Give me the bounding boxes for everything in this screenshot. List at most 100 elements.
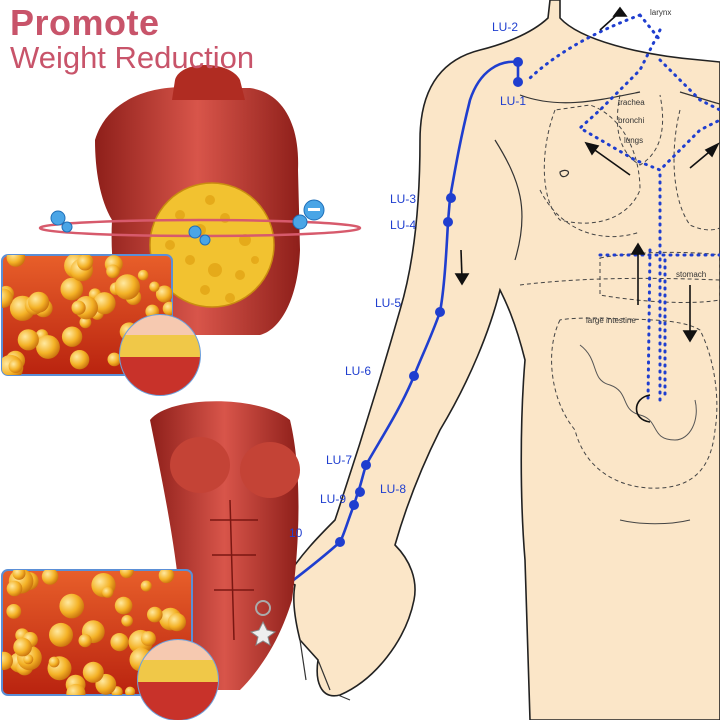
fat-cell	[79, 316, 92, 329]
fat-cell	[147, 606, 163, 623]
headline-title: Promote	[10, 2, 160, 43]
fat-cell	[167, 613, 186, 632]
fat-cell	[69, 350, 90, 370]
direction-arrows	[454, 6, 720, 423]
meridian-point	[409, 371, 419, 381]
navel-line	[619, 519, 691, 525]
fat-cell	[110, 633, 129, 652]
fat-cell	[149, 281, 160, 292]
organ-label-large-intestine: large intestine	[586, 316, 636, 325]
label-lu10: 10	[289, 526, 303, 540]
fat-cells-panel-top	[1, 254, 201, 396]
fat-cell	[82, 661, 104, 683]
label-lu8: LU-8	[380, 482, 407, 496]
fat-cell	[59, 593, 84, 619]
acupuncture-body-chart	[283, 0, 720, 720]
fat-cell	[6, 255, 26, 267]
fat-cell	[48, 656, 60, 668]
fat-cell	[114, 596, 133, 615]
fat-cell	[36, 335, 60, 359]
fat-cell	[140, 631, 156, 647]
fat-cell	[28, 291, 50, 313]
label-lu1: LU-1	[500, 94, 527, 108]
meridian-point	[435, 307, 445, 317]
navel-ring	[255, 600, 271, 616]
nipple-mark	[559, 169, 570, 178]
label-lu7: LU-7	[326, 453, 353, 467]
organ-label-trachea: trachea	[618, 98, 645, 107]
fat-cell	[2, 288, 13, 308]
fat-cell	[66, 683, 86, 695]
meridian-point	[361, 460, 371, 470]
skin-layer-inset-bottom	[138, 640, 218, 720]
label-lu2: LU-2	[492, 20, 519, 34]
fat-cell	[162, 301, 172, 316]
organ-label-stomach: stomach	[676, 270, 707, 279]
fat-cell	[106, 264, 120, 279]
fat-cell	[12, 570, 26, 580]
right-breast	[240, 442, 300, 498]
body-silhouette	[283, 0, 720, 720]
fat-cell	[102, 586, 114, 598]
label-lu4: LU-4	[390, 218, 417, 232]
stomach-outline	[599, 251, 720, 303]
lung-outline-right	[673, 109, 720, 231]
meridian-point	[443, 217, 453, 227]
fat-cell	[6, 604, 22, 619]
fat-cell	[2, 651, 13, 671]
clavicle-line-right	[679, 91, 720, 105]
fat-cell	[78, 634, 92, 648]
intestine-folds	[579, 344, 697, 441]
fat-cell	[49, 622, 73, 647]
label-lu6: LU-6	[345, 364, 372, 378]
fat-cell	[13, 637, 32, 657]
trachea-outline	[616, 94, 664, 166]
fat-cell	[93, 292, 116, 315]
organ-label-larynx: larynx	[650, 8, 672, 17]
fat-cell	[155, 285, 172, 303]
fat-cell	[158, 570, 175, 584]
fat-cell	[77, 255, 93, 271]
navel-charm	[249, 620, 277, 647]
meridian-point	[335, 537, 345, 547]
fat-cell	[6, 580, 23, 597]
fat-cell	[125, 686, 136, 695]
fat-cell	[137, 269, 149, 281]
fat-cell	[114, 274, 140, 300]
fat-cell	[140, 580, 152, 592]
fat-cell	[8, 359, 23, 373]
fat-cell	[107, 352, 122, 367]
fat-cell	[71, 300, 86, 315]
intestine-outline	[551, 317, 718, 489]
label-lu5: LU-5	[375, 296, 402, 310]
fat-cell	[61, 326, 83, 347]
fat-cell	[119, 570, 134, 579]
pectoral-curve	[494, 139, 523, 261]
label-lu9: LU-9	[320, 492, 347, 506]
fat-cells-panel-bottom	[1, 569, 219, 720]
meridian-point	[349, 500, 359, 510]
left-breast	[170, 437, 230, 493]
ab-lines	[210, 499, 258, 641]
label-lu3: LU-3	[390, 192, 417, 206]
torso-neck	[172, 65, 245, 100]
meridian-point	[513, 57, 523, 67]
fingers	[299, 639, 351, 701]
fat-cell	[41, 570, 59, 585]
meridian-point	[513, 77, 523, 87]
clavicle-line	[519, 91, 641, 104]
lung-outline-inner	[539, 189, 641, 238]
meridian-point	[355, 487, 365, 497]
headline-subtitle: Weight Reduction	[10, 40, 255, 75]
meridian-point	[446, 193, 456, 203]
organ-label-lungs: lungs	[624, 136, 644, 145]
fat-cell	[121, 615, 133, 627]
fat-cell	[17, 329, 39, 351]
fat-cells-bottom	[2, 570, 191, 695]
organ-label-bronchi: bronchi	[618, 116, 645, 125]
fat-cell	[23, 654, 34, 665]
bubble-icons	[50, 199, 325, 246]
fat-cell	[60, 277, 84, 301]
